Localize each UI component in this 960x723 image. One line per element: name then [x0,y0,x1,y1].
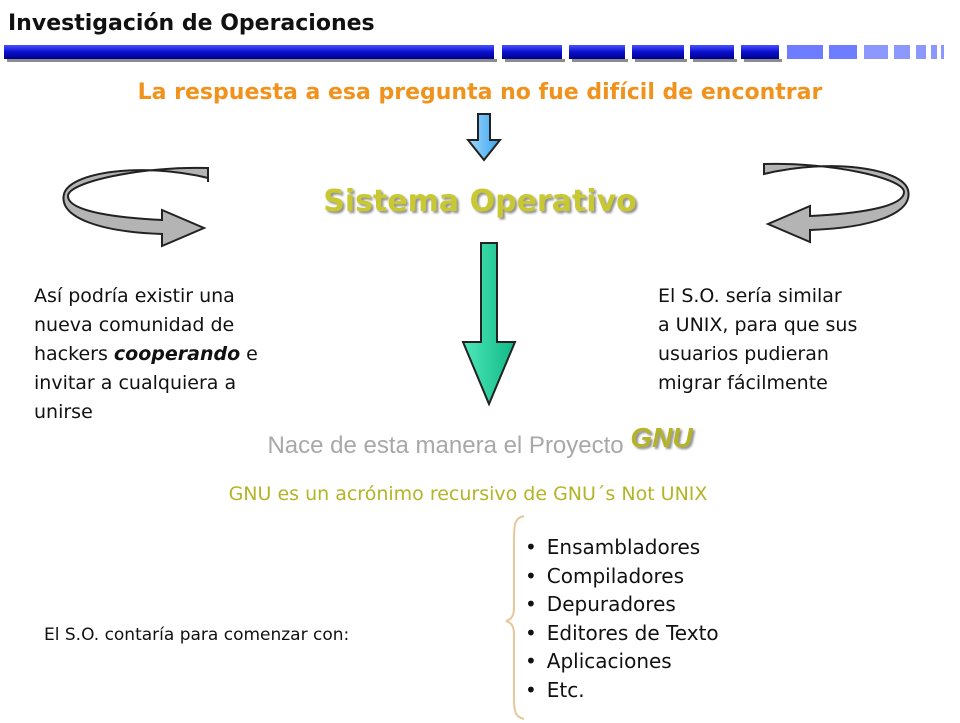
list-item: Editores de Texto [525,619,719,648]
header-title: Investigación de Operaciones [8,11,375,36]
left-paragraph-line: invitar a cualquiera a [34,372,237,394]
list-item: Depuradores [525,590,719,619]
list-item: Aplicaciones [525,647,719,676]
right-paragraph-line: El S.O. sería similar [658,285,842,307]
down-arrow-large-icon [461,242,517,407]
brace-icon [505,515,525,720]
list-item: Compiladores [525,562,719,591]
left-paragraph-line: hackers cooperando e [34,340,334,369]
gnu-line-prefix: Nace de esta manera el Proyecto [267,432,631,459]
right-paragraph-line: a UNIX, para que sus [658,314,858,336]
left-paragraph-line: unirse [34,401,93,423]
tool-list: Ensambladores Compiladores Depuradores E… [525,533,719,704]
list-item: Ensambladores [525,533,719,562]
left-paragraph-text: hackers [34,343,114,365]
left-paragraph-line: Así podría existir una [34,285,235,307]
main-heading: Sistema Operativo [323,184,637,219]
right-paragraph-line: migrar fácilmente [658,372,828,394]
left-paragraph-text: e [240,343,258,365]
left-paragraph-line: nueva comunidad de [34,314,235,336]
left-paragraph: Así podría existir una nueva comunidad d… [34,282,334,427]
gnu-name: GNU [630,422,693,453]
right-paragraph-line: usuarios pudieran [658,343,829,365]
list-item: Etc. [525,676,719,705]
right-paragraph: El S.O. sería similar a UNIX, para que s… [658,282,938,398]
header-bar [4,45,944,62]
emphasis-cooperando: cooperando [113,343,241,365]
gnu-project-line: Nace de esta manera el Proyecto GNU [0,422,960,460]
gnu-acronym-text: GNU es un acrónimo recursivo de GNU´s No… [228,483,708,505]
curved-arrow-right-icon [763,162,910,244]
curved-arrow-left-icon [62,166,209,248]
down-arrow-small-icon [465,113,503,162]
subtitle: La respuesta a esa pregunta no fue difíc… [137,80,823,105]
initial-tools-label: El S.O. contaría para comenzar con: [44,625,350,645]
